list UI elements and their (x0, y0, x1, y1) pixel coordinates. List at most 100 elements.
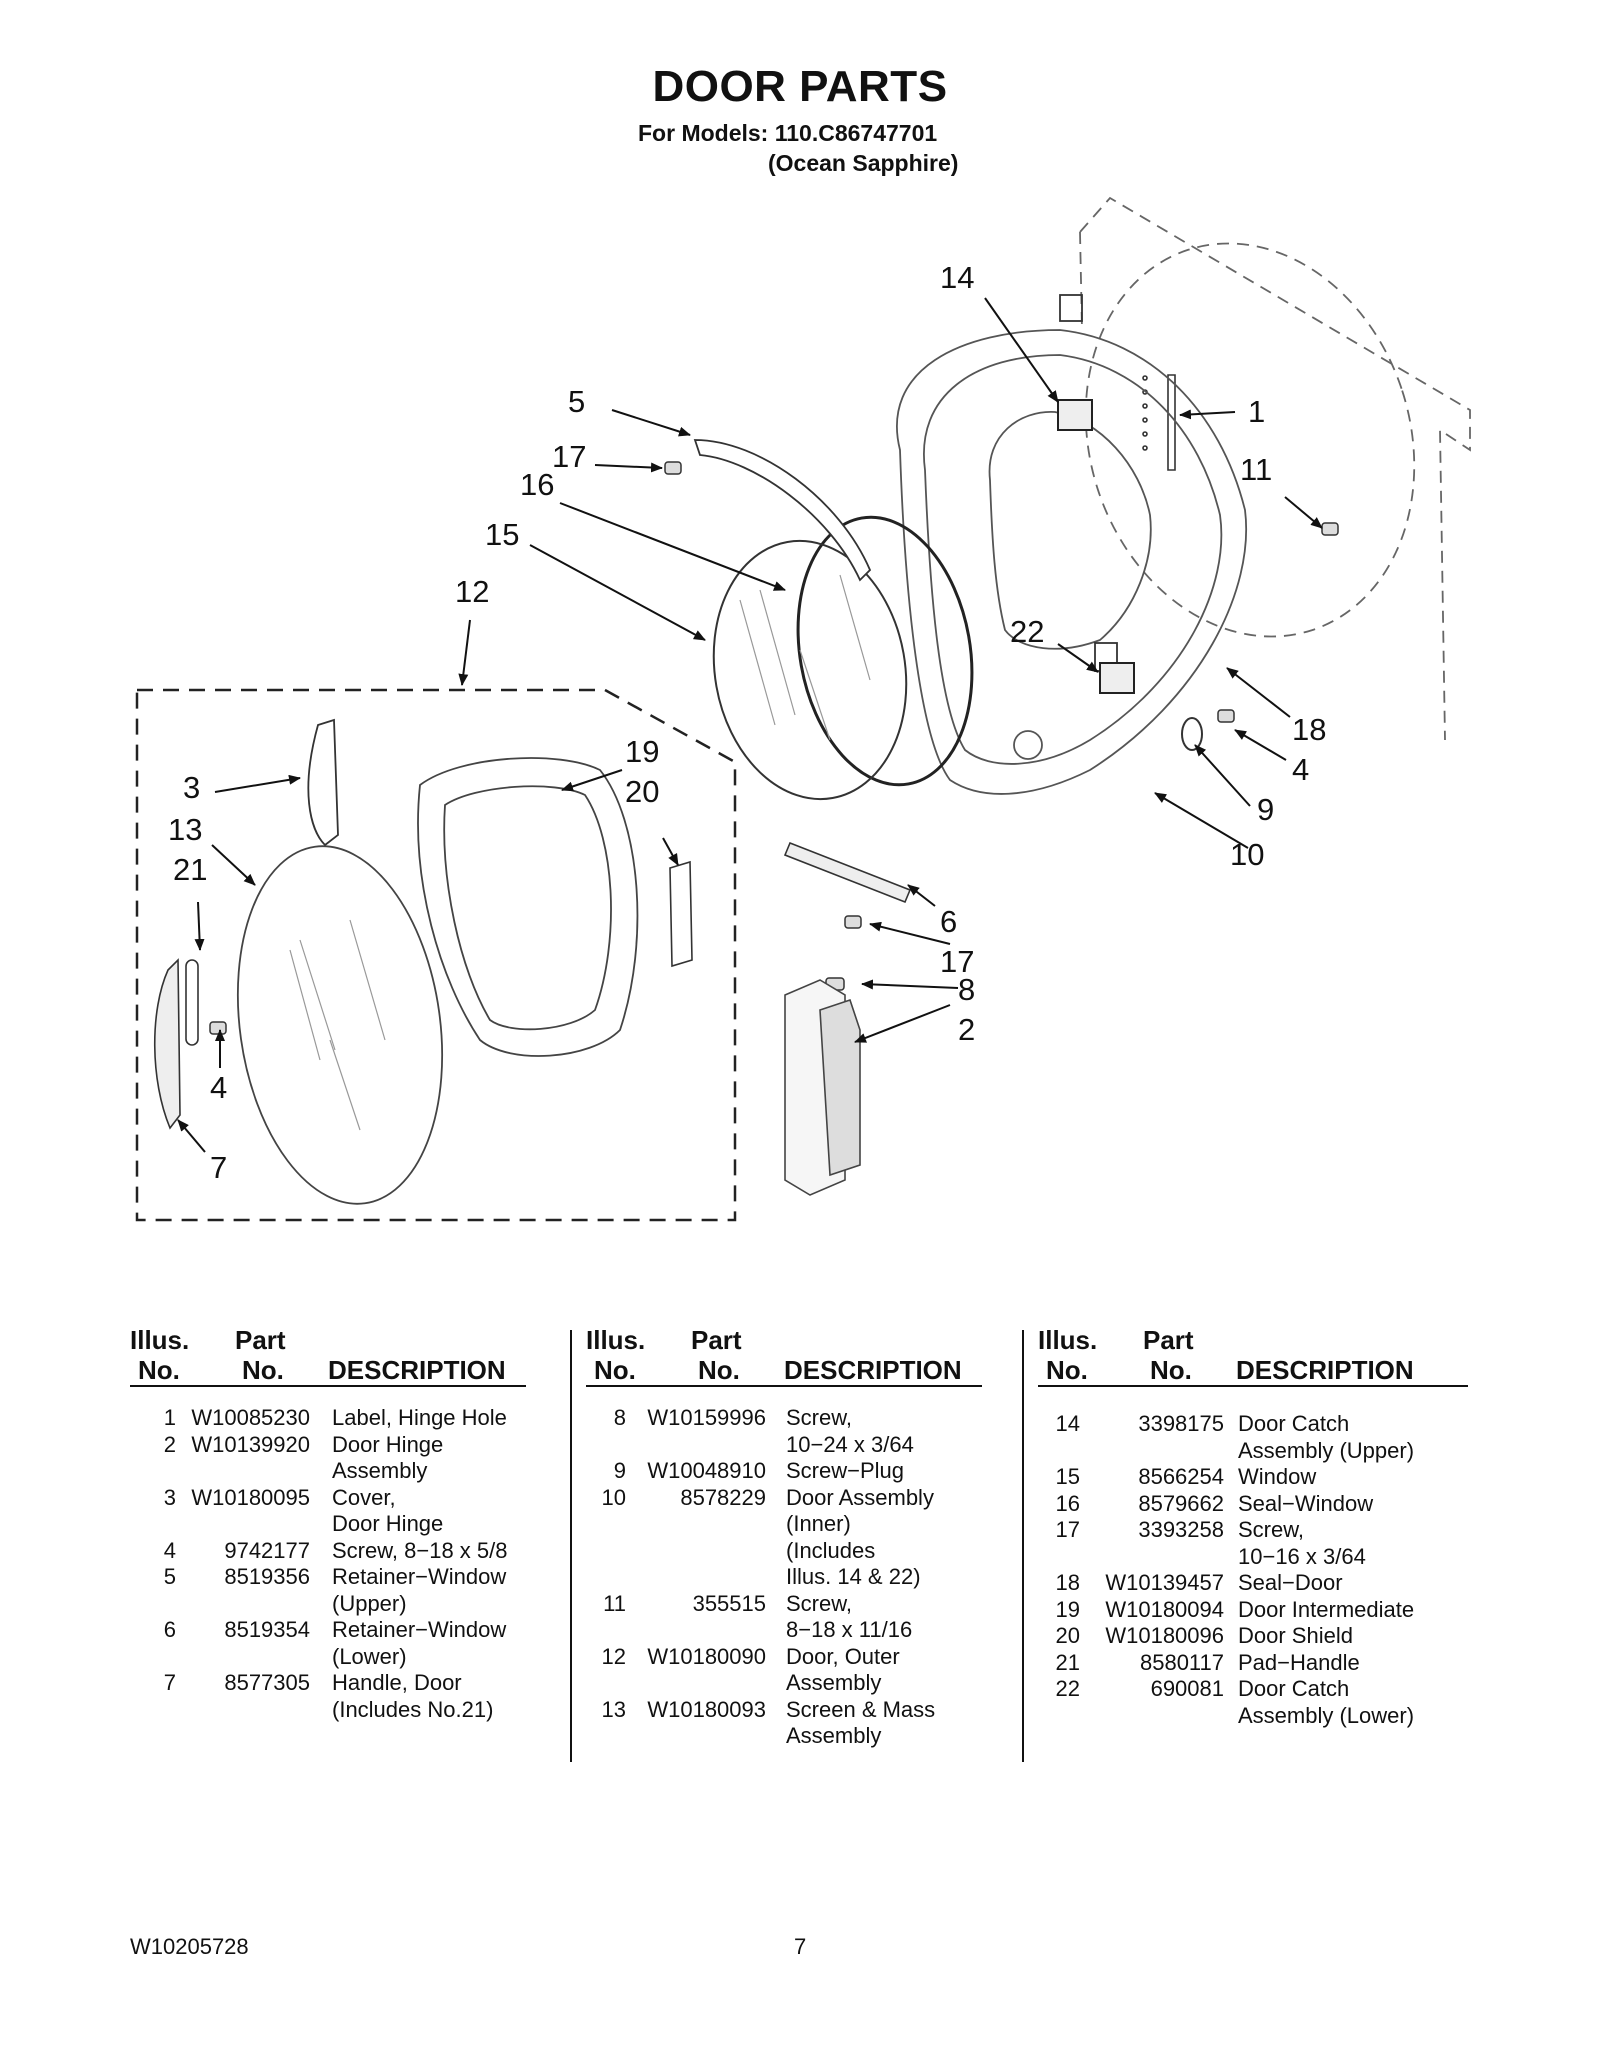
table-header: Illus. No. Part No. DESCRIPTION (586, 1325, 982, 1387)
part-description: Door, Outer Assembly (786, 1643, 900, 1696)
lower-window-retainer (783, 841, 912, 904)
illus-number: 22 (1055, 1676, 1080, 1701)
part-number: W10180095 (191, 1484, 310, 1510)
illus-number: 12 (601, 1643, 626, 1669)
header-illus-no: No. (594, 1355, 636, 1385)
part-description: Retainer−Window (Upper) (332, 1564, 507, 1616)
part-description: Screw, 8−18 x 5/8 (332, 1537, 508, 1563)
part-description: Label, Hinge Hole (332, 1405, 507, 1430)
callout-leader-lines (177, 297, 1323, 1153)
header-part: Part (1143, 1325, 1194, 1355)
header-illus: Illus. (130, 1325, 190, 1355)
callout: 8 (958, 972, 975, 1007)
header-illus-no: No. (1046, 1355, 1088, 1385)
part-number: W10180090 (647, 1643, 766, 1669)
exploded-parts-diagram: 14 5 17 16 15 12 1 11 22 18 4 9 10 3 19 … (135, 196, 1471, 1222)
part-number: 3398175 (1138, 1411, 1224, 1436)
outer-door-assembly-box (135, 688, 737, 1222)
header-part-no: No. (242, 1355, 284, 1385)
model-number: For Models: 110.C86747701 (638, 120, 938, 146)
part-number: W10180096 (1105, 1623, 1224, 1648)
parts-table-column-2: Illus. No. Part No. DESCRIPTION 8 W101599… (586, 1325, 982, 1750)
callout-numbers: 14 5 17 16 15 12 1 11 22 18 4 9 10 3 19 … (168, 260, 1326, 1185)
hinge-cover (307, 718, 339, 847)
illus-number: 6 (163, 1617, 176, 1642)
callout: 6 (940, 904, 957, 939)
window-seal (796, 515, 974, 787)
part-number: W10139920 (191, 1431, 310, 1457)
illus-number: 4 (163, 1537, 176, 1563)
door-catch-lower (1099, 662, 1135, 694)
header-illus: Illus. (1038, 1325, 1098, 1355)
part-description: Screw, 10−16 x 3/64 (1238, 1517, 1366, 1569)
illus-number: 17 (1055, 1517, 1080, 1542)
model-subtitle: For Models: 110.C86747701 (Ocean Sapphir… (638, 118, 958, 178)
part-number: 8578229 (680, 1484, 766, 1510)
part-number: 8566254 (1138, 1464, 1224, 1489)
part-description: Door Hinge Assembly (332, 1431, 444, 1484)
illus-number: 21 (1055, 1649, 1080, 1675)
part-number: W10159996 (647, 1405, 766, 1430)
illus-number: 5 (163, 1564, 176, 1589)
table-row: 12 W10180090 Door, Outer Assembly (586, 1644, 982, 1697)
callout: 3 (183, 770, 200, 805)
callout: 13 (168, 812, 202, 847)
handle-pad (185, 959, 199, 1046)
callout: 2 (958, 1012, 975, 1047)
callout: 15 (485, 517, 519, 552)
part-description: Cover, Door Hinge (332, 1484, 444, 1537)
part-description: Door Assembly (Inner) (Includes Illus. 1… (786, 1484, 934, 1590)
callout: 11 (1240, 452, 1272, 487)
callout: 14 (940, 260, 974, 295)
callout: 18 (1292, 712, 1326, 747)
illus-number: 3 (163, 1484, 176, 1510)
door-hinge-assembly (784, 979, 861, 1196)
screw-plug (1181, 717, 1203, 751)
callout: 20 (625, 774, 659, 809)
door-handle (153, 958, 181, 1130)
part-description: Screw, 10−24 x 3/64 (786, 1405, 914, 1457)
header-part: Part (235, 1325, 286, 1355)
header-part-no: No. (1150, 1355, 1192, 1385)
header-description: DESCRIPTION (784, 1355, 962, 1385)
illus-number: 9 (613, 1458, 626, 1483)
callout: 1 (1248, 394, 1265, 429)
header-illus-no: No. (138, 1355, 180, 1385)
callout: 9 (1257, 792, 1274, 827)
part-description: Handle, Door (Includes No.21) (332, 1670, 494, 1722)
page-number: 7 (794, 1934, 807, 1959)
part-number: W10139457 (1105, 1570, 1224, 1595)
column-divider (570, 1330, 572, 1762)
page-title: DOOR PARTS (652, 62, 948, 111)
part-number: 9742177 (224, 1537, 310, 1563)
illus-number: 1 (163, 1405, 176, 1430)
part-number: 8519354 (224, 1617, 310, 1642)
callout: 19 (625, 734, 659, 769)
illus-number: 8 (613, 1405, 626, 1430)
header-part-no: No. (698, 1355, 740, 1385)
part-description: Door Catch Assembly (Upper) (1238, 1411, 1415, 1463)
illus-number: 18 (1055, 1570, 1080, 1595)
header-description: DESCRIPTION (328, 1355, 506, 1385)
part-number: 8580117 (1139, 1649, 1224, 1675)
table-header: Illus. No. Part No. DESCRIPTION (130, 1325, 526, 1387)
callout: 7 (210, 1150, 227, 1185)
header-illus: Illus. (586, 1325, 646, 1355)
